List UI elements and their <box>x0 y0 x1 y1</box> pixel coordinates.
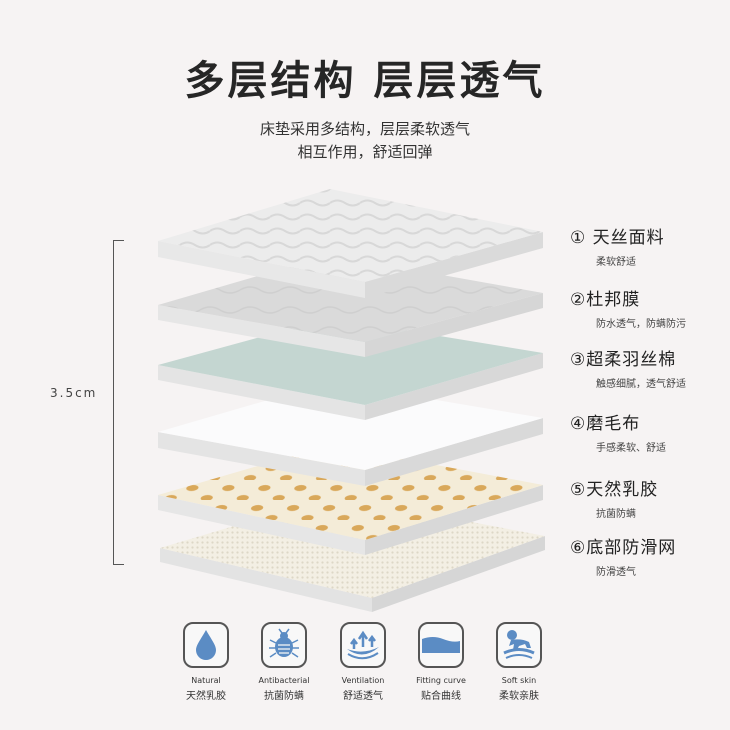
feature-en-label: Ventilation <box>341 676 385 685</box>
mite-bug-icon <box>261 622 307 668</box>
water-drop-icon <box>183 622 229 668</box>
thickness-bracket <box>113 240 124 565</box>
layer-name: ③超柔羽丝棉 <box>570 350 677 370</box>
subtitle-line-2: 相互作用，舒适回弹 <box>297 143 433 161</box>
layer-label-5: ⑤天然乳胶 抗菌防螨 <box>570 475 658 520</box>
feature-cn-label: 天然乳胶 <box>186 691 226 702</box>
baby-crawling-icon <box>496 622 542 668</box>
feature-en-label: Fitting curve <box>416 676 466 685</box>
layer-label-2: ②杜邦膜 防水透气，防螨防污 <box>570 285 686 330</box>
layer-desc: 触感细腻，透气舒适 <box>596 379 686 390</box>
feature-soft-skin: Soft skin 柔软亲肤 <box>489 622 549 702</box>
layer-label-3: ③超柔羽丝棉 触感细腻，透气舒适 <box>570 345 686 390</box>
layer-name: ④磨毛布 <box>570 414 641 434</box>
layer-name: ⑥底部防滑网 <box>570 538 677 558</box>
layer-1-tencel-fabric <box>158 189 543 298</box>
fitting-curve-icon <box>418 622 464 668</box>
feature-cn-label: 贴合曲线 <box>421 691 461 702</box>
layer-label-4: ④磨毛布 手感柔软、舒适 <box>570 409 666 454</box>
layer-label-1: ① 天丝面料 柔软舒适 <box>570 223 665 268</box>
page-title: 多层结构 层层透气 <box>184 58 546 104</box>
feature-cn-label: 柔软亲肤 <box>499 691 539 702</box>
feature-antibacterial: Antibacterial 抗菌防螨 <box>254 622 314 702</box>
layer-name: ⑤天然乳胶 <box>570 480 659 500</box>
layer-4-brushed-fabric <box>158 382 543 486</box>
feature-cn-label: 抗菌防螨 <box>264 691 304 702</box>
feature-cn-label: 舒适透气 <box>343 691 383 702</box>
subtitle-line-1: 床垫采用多结构，层层柔软透气 <box>259 120 470 138</box>
layer-desc: 防滑透气 <box>596 567 636 578</box>
layer-desc: 柔软舒适 <box>596 257 636 268</box>
feature-en-label: Soft skin <box>501 676 537 685</box>
feature-en-label: Natural <box>191 676 221 685</box>
feature-natural: Natural 天然乳胶 <box>176 622 236 702</box>
ventilation-arrows-icon <box>340 622 386 668</box>
thickness-label: 3.5cm <box>50 386 98 400</box>
layer-name: ②杜邦膜 <box>570 290 641 310</box>
layer-2-dupont-film <box>158 255 543 357</box>
layer-desc: 防水透气，防螨防污 <box>596 319 686 330</box>
feature-fitting-curve: Fitting curve 贴合曲线 <box>411 622 471 702</box>
feature-ventilation: Ventilation 舒适透气 <box>333 622 393 702</box>
feature-en-label: Antibacterial <box>258 676 310 685</box>
layer-label-6: ⑥底部防滑网 防滑透气 <box>570 533 676 578</box>
layer-desc: 手感柔软、舒适 <box>596 443 666 454</box>
layer-3-fiber-cotton <box>158 318 543 420</box>
layer-name: ① 天丝面料 <box>570 228 665 248</box>
layer-desc: 抗菌防螨 <box>596 509 636 520</box>
layer-5-latex <box>158 445 543 555</box>
